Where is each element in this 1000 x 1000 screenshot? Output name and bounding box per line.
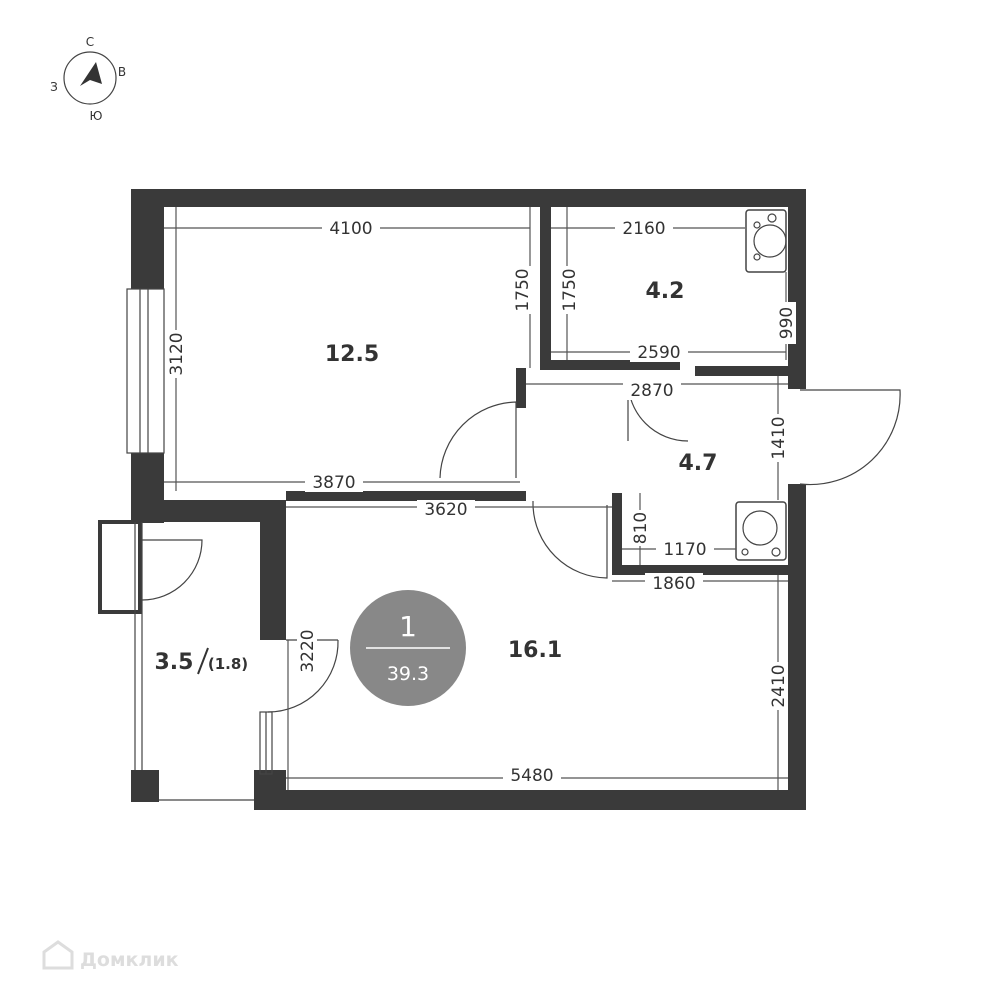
wall-niche-left bbox=[612, 493, 622, 575]
compass-circle bbox=[63, 51, 117, 105]
wall-partition bbox=[540, 207, 551, 369]
wall-kitchen-left bbox=[260, 500, 286, 640]
windows bbox=[98, 288, 273, 801]
washbasin-fixture bbox=[745, 209, 787, 273]
area-balcony: 3.5 bbox=[155, 650, 194, 675]
badge-rooms: 1 bbox=[399, 610, 417, 643]
doors bbox=[141, 380, 901, 713]
wall-bath-bottom bbox=[540, 360, 680, 370]
fixtures bbox=[735, 209, 787, 561]
wall-right-lower bbox=[788, 484, 806, 810]
area-hall: 4.7 bbox=[679, 451, 718, 476]
brand-name: Домклик bbox=[80, 949, 179, 971]
wall-balcony-top bbox=[131, 500, 286, 522]
dim-niche-height: 810 bbox=[631, 512, 651, 544]
stove-fixture bbox=[735, 501, 787, 561]
dim-kitchen-top: 3620 bbox=[424, 500, 467, 520]
compass-arrow-icon bbox=[80, 62, 102, 86]
dim-living-width-bottom: 3870 bbox=[312, 473, 355, 493]
wall-living-bottom bbox=[286, 491, 526, 501]
window-balcony-door bbox=[98, 520, 142, 614]
washbasin-bowl-icon bbox=[753, 224, 787, 258]
dim-kitchen-width-bottom: 5480 bbox=[510, 766, 553, 786]
wall-hall-top-right bbox=[695, 366, 788, 376]
wall-top bbox=[131, 189, 806, 207]
compass-west: З bbox=[50, 80, 58, 94]
walls bbox=[131, 189, 806, 810]
door-kitchen-balcony bbox=[267, 639, 339, 713]
badge-total-area: 39.3 bbox=[387, 663, 429, 685]
dimension-labels: 4100 3120 1750 3870 2160 1750 2590 990 2… bbox=[166, 218, 797, 786]
area-kitchen: 16.1 bbox=[508, 638, 562, 663]
wall-niche-bottom bbox=[612, 565, 788, 575]
apartment-badge: 1 39.3 bbox=[350, 590, 466, 706]
door-balcony bbox=[141, 539, 203, 601]
door-kitchen bbox=[532, 501, 608, 579]
wall-hall-left bbox=[516, 368, 526, 408]
wall-left-lower bbox=[131, 770, 159, 802]
wall-bottom bbox=[254, 790, 806, 810]
door-entrance bbox=[799, 389, 901, 486]
brand-watermark: Домклик bbox=[42, 940, 179, 971]
window-living bbox=[126, 288, 165, 454]
dim-niche-width: 1170 bbox=[663, 540, 706, 560]
area-bathroom: 4.2 bbox=[646, 279, 685, 304]
door-living bbox=[439, 401, 517, 479]
dim-bath-width-top: 2160 bbox=[622, 219, 665, 239]
compass-east: В bbox=[118, 65, 126, 79]
room-areas: 12.5 4.2 4.7 16.1 3.5 (1.8) bbox=[155, 279, 718, 675]
dim-hall-height-right: 1410 bbox=[769, 416, 789, 459]
stove-burner-icon bbox=[742, 510, 778, 546]
compass-north: С bbox=[86, 35, 94, 49]
dim-living-wall-right: 1750 bbox=[513, 268, 533, 311]
compass-south: Ю bbox=[90, 109, 103, 123]
dim-living-height-left: 3120 bbox=[167, 332, 187, 375]
dim-hall-width-top: 2870 bbox=[630, 381, 673, 401]
area-balcony-reduced: (1.8) bbox=[208, 655, 248, 673]
dim-bath-height-left: 1750 bbox=[560, 268, 580, 311]
dim-bath-height-right: 990 bbox=[777, 307, 797, 339]
wall-right-upper bbox=[788, 189, 806, 389]
home-icon bbox=[42, 940, 74, 970]
area-living: 12.5 bbox=[325, 342, 379, 367]
dim-kitchen-niche-bottom: 1860 bbox=[652, 574, 695, 594]
wall-left-upper bbox=[131, 189, 164, 289]
compass: С В Ю З bbox=[50, 35, 126, 123]
dim-kitchen-right-height: 2410 bbox=[769, 664, 789, 707]
dim-living-width-top: 4100 bbox=[329, 219, 372, 239]
dim-bath-width-bottom: 2590 bbox=[637, 343, 680, 363]
wall-bottom-left bbox=[254, 770, 286, 810]
dim-kitchen-left-height: 3220 bbox=[298, 629, 318, 672]
